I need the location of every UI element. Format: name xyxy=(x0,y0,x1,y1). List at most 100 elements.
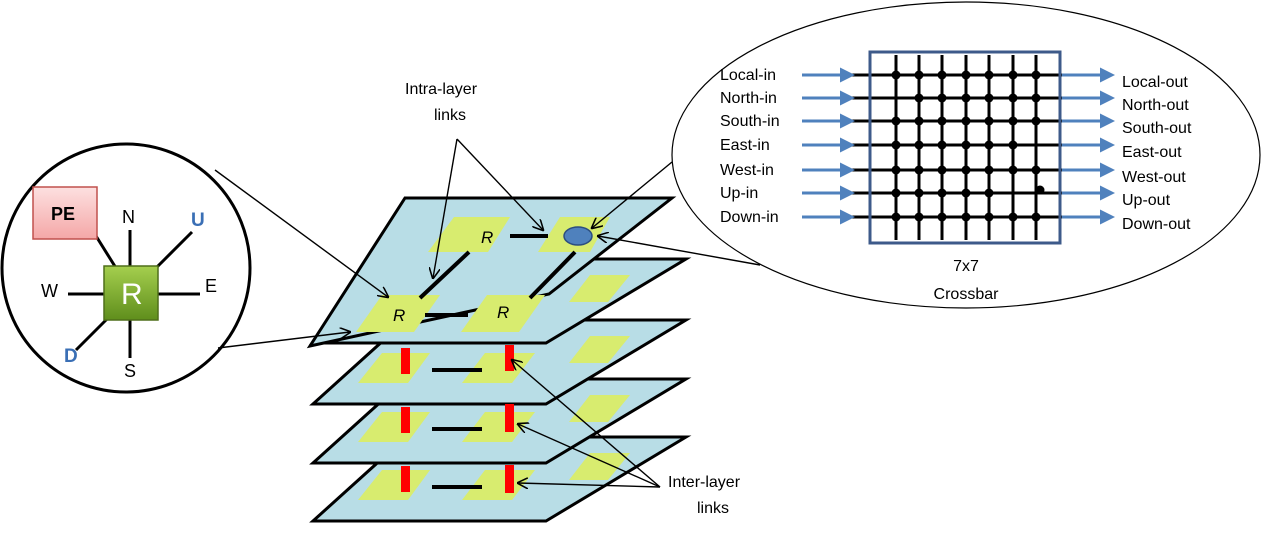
crosspoint-dot xyxy=(961,188,971,198)
crosspoint-dot xyxy=(984,212,994,222)
crosspoint-dot xyxy=(891,165,901,175)
crossbar-size-label: 7x7 xyxy=(953,258,979,275)
crosspoint-dot xyxy=(914,116,924,126)
crossbar-output-label: Local-out xyxy=(1122,74,1188,91)
crosspoint-dot xyxy=(961,212,971,222)
inter-layer-label-line2: links xyxy=(697,500,729,517)
down-label: D xyxy=(64,346,78,367)
crossbar-input-label: West-in xyxy=(720,162,774,179)
crosspoint-dot xyxy=(937,188,947,198)
port-pe-line xyxy=(94,235,118,269)
intra-layer-annotation: Intra-layer links xyxy=(405,81,543,278)
crosspoint-dot xyxy=(937,165,947,175)
crosspoint-dot xyxy=(891,188,901,198)
crosspoint-dot xyxy=(937,116,947,126)
inter-layer-annotation: Inter-layer links xyxy=(512,360,741,517)
crosspoint-dot xyxy=(984,188,994,198)
west-label: W xyxy=(41,281,58,301)
crosspoint-dot xyxy=(984,70,994,80)
crossbar-zoom-line-upper xyxy=(592,161,673,228)
up-label: U xyxy=(191,210,205,231)
crosspoint-dot xyxy=(937,93,947,103)
crosspoint-dot xyxy=(1031,165,1041,175)
router-label-top-3: R xyxy=(497,303,509,322)
north-label: N xyxy=(122,207,135,227)
crosspoint-dot xyxy=(984,93,994,103)
pe-box xyxy=(32,186,98,240)
crossbar-outputs: Local-outNorth-outSouth-outEast-outWest-… xyxy=(1062,67,1192,233)
layer-top: R R R xyxy=(306,196,677,349)
crossbar-input-label: Up-in xyxy=(720,185,758,202)
crossbar-input-label: South-in xyxy=(720,113,780,130)
router-center-label: R xyxy=(121,278,143,311)
port-down-line xyxy=(74,316,110,352)
layer-stack: R R R xyxy=(306,196,692,523)
crosspoint-dot xyxy=(914,212,924,222)
crossbar-input-label: North-in xyxy=(720,90,777,107)
crosspoint-dot xyxy=(914,93,924,103)
crosspoint-dot xyxy=(961,93,971,103)
zoom-line-upper xyxy=(214,169,388,297)
layer-3 xyxy=(309,377,692,465)
crosspoint-dot xyxy=(891,140,901,150)
crosspoint-dot xyxy=(937,70,947,80)
crosspoint-dot xyxy=(984,116,994,126)
router-box xyxy=(103,265,159,321)
crosspoint-dot xyxy=(1008,140,1018,150)
crossbar-input-label: East-in xyxy=(720,137,770,154)
crosspoint-dot xyxy=(891,116,901,126)
crossbar-node-icon xyxy=(563,226,593,246)
crossbar-zoom-line-lower xyxy=(598,236,761,266)
router-zoom: PE R N S W E U D xyxy=(0,142,252,394)
south-label: S xyxy=(124,361,136,381)
crosspoint-dot xyxy=(914,140,924,150)
crosspoint-dot xyxy=(1035,185,1045,195)
crosspoint-dot xyxy=(937,140,947,150)
intra-layer-label-line2: links xyxy=(434,107,466,124)
crosspoint-dot xyxy=(1008,165,1018,175)
crosspoint-dot xyxy=(937,212,947,222)
crosspoint-dot xyxy=(961,140,971,150)
crosspoint-dot xyxy=(1031,116,1041,126)
crossbar-input-label: Local-in xyxy=(720,67,776,84)
crossbar-output-label: North-out xyxy=(1122,97,1189,114)
crosspoint-dot xyxy=(1031,70,1041,80)
crossbar-grid xyxy=(852,55,1062,240)
crosspoint-dot xyxy=(961,165,971,175)
port-up-line xyxy=(154,230,194,270)
crosspoint-dot xyxy=(1031,93,1041,103)
pe-label: PE xyxy=(51,204,75,224)
crosspoint-dot xyxy=(961,116,971,126)
zoom-line-lower xyxy=(217,332,350,349)
crosspoint-dot xyxy=(914,165,924,175)
crosspoint-dot xyxy=(1031,212,1041,222)
router-label-top-1: R xyxy=(481,228,493,247)
crosspoint-dot xyxy=(891,212,901,222)
east-label: E xyxy=(205,276,217,296)
inter-layer-label-line1: Inter-layer xyxy=(668,474,741,491)
crosspoint-dot xyxy=(1008,70,1018,80)
crossbar-name-label: Crossbar xyxy=(934,286,1000,303)
crossbar-output-label: East-out xyxy=(1122,144,1182,161)
tsv-links xyxy=(401,345,514,493)
crosspoint-dot xyxy=(891,70,901,80)
crossbar-output-label: Up-out xyxy=(1122,192,1171,209)
crossbar-zoom: Local-inNorth-inSouth-inEast-inWest-inUp… xyxy=(671,1,1261,309)
intra-layer-label-line1: Intra-layer xyxy=(405,81,478,98)
crosspoint-dot xyxy=(1008,212,1018,222)
crossbar-output-label: West-out xyxy=(1122,169,1186,186)
router-label-top-2: R xyxy=(393,306,405,325)
crosspoint-dot xyxy=(961,70,971,80)
crosspoint-dot xyxy=(914,188,924,198)
crossbar-input-label: Down-in xyxy=(720,209,779,226)
crossbar-inputs: Local-inNorth-inSouth-inEast-inWest-inUp… xyxy=(720,67,855,226)
crosspoint-dot xyxy=(914,70,924,80)
crossbar-output-label: South-out xyxy=(1122,120,1192,137)
crossbar-output-label: Down-out xyxy=(1122,216,1191,233)
crosspoint-dot xyxy=(984,165,994,175)
crossbar-frame xyxy=(868,50,1062,245)
crosspoint-dot xyxy=(1008,93,1018,103)
crosspoint-dot xyxy=(1008,116,1018,126)
crosspoint-dot xyxy=(984,140,994,150)
